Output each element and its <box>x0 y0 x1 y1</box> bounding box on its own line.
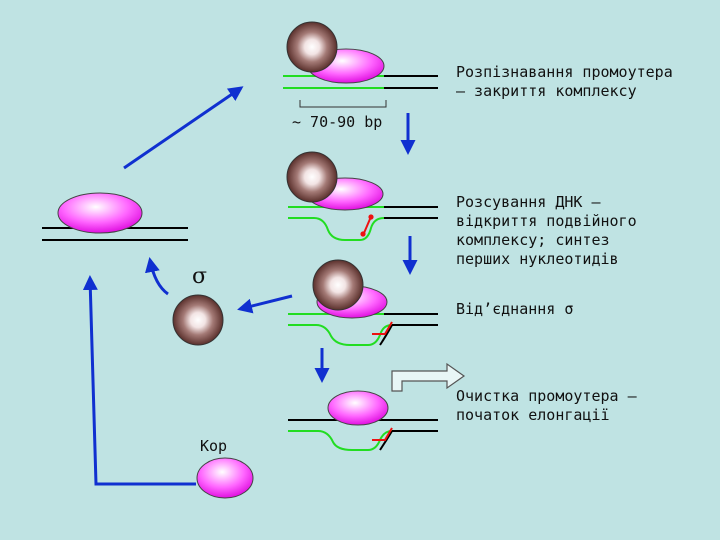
step4-label-line2: початок елонгації <box>456 406 610 424</box>
rna-dot <box>360 231 366 237</box>
nascent-rna <box>372 427 393 441</box>
open-complex <box>286 151 438 241</box>
step2-label-line4: перших нуклеотидів <box>456 250 619 268</box>
transcription-start-arrow <box>391 362 466 392</box>
sigma-subunit <box>286 21 338 73</box>
core-label: Кор <box>200 437 228 455</box>
elongation-complex <box>288 362 466 451</box>
free-sigma-factor <box>172 294 224 346</box>
rna-dot <box>368 214 374 220</box>
step2-label-line2: відкриття подвійного <box>456 212 637 230</box>
arrow-sigma-rebinding <box>145 257 169 296</box>
sigma-label: σ <box>192 264 208 289</box>
arrow-core-recycling <box>82 275 196 486</box>
distance-bracket <box>299 100 387 108</box>
arrow-sigma-release <box>237 294 293 314</box>
rna-polymerase-core <box>57 192 143 234</box>
distance-label: ~ 70-90 bp <box>292 113 383 131</box>
template-dna <box>379 430 393 451</box>
template-strand-bubble <box>288 217 385 241</box>
free-core-enzyme <box>196 457 254 499</box>
sigma-subunit <box>172 294 224 346</box>
rna-polymerase-core <box>327 390 389 426</box>
step3-label: Від’єднання σ <box>456 300 574 318</box>
step2-label-line1: Розсування ДНК – <box>456 193 601 211</box>
nascent-rna <box>363 218 371 234</box>
step1-label-line1: Розпізнавання промоутера <box>456 63 673 81</box>
step1-label-line2: – закриття комплексу <box>456 82 637 100</box>
closed-complex <box>283 21 438 108</box>
template-strand <box>288 324 393 346</box>
template-dna <box>379 324 393 346</box>
left-core-complex <box>42 192 188 241</box>
arrow-binding <box>123 86 244 170</box>
nascent-rna <box>372 321 393 335</box>
sigma-release-complex <box>288 259 438 346</box>
step4-label-line1: Очистка промоутера – <box>456 387 637 405</box>
template-strand <box>288 430 393 451</box>
sigma-subunit <box>286 151 338 203</box>
step2-label-line3: комплексу; синтез <box>456 231 610 249</box>
sigma-subunit <box>312 259 364 311</box>
